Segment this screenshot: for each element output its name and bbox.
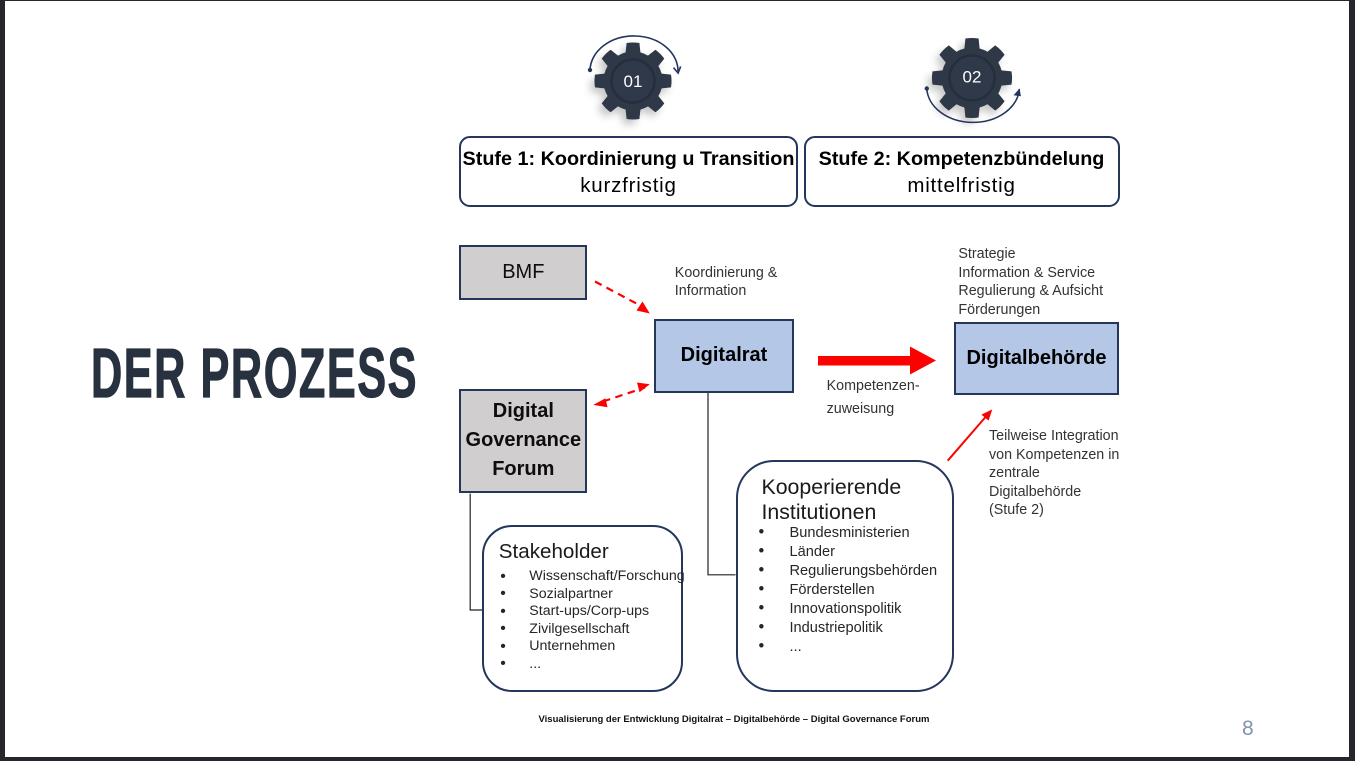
svg-text:01: 01 — [624, 72, 643, 91]
svg-text:02: 02 — [963, 68, 982, 87]
